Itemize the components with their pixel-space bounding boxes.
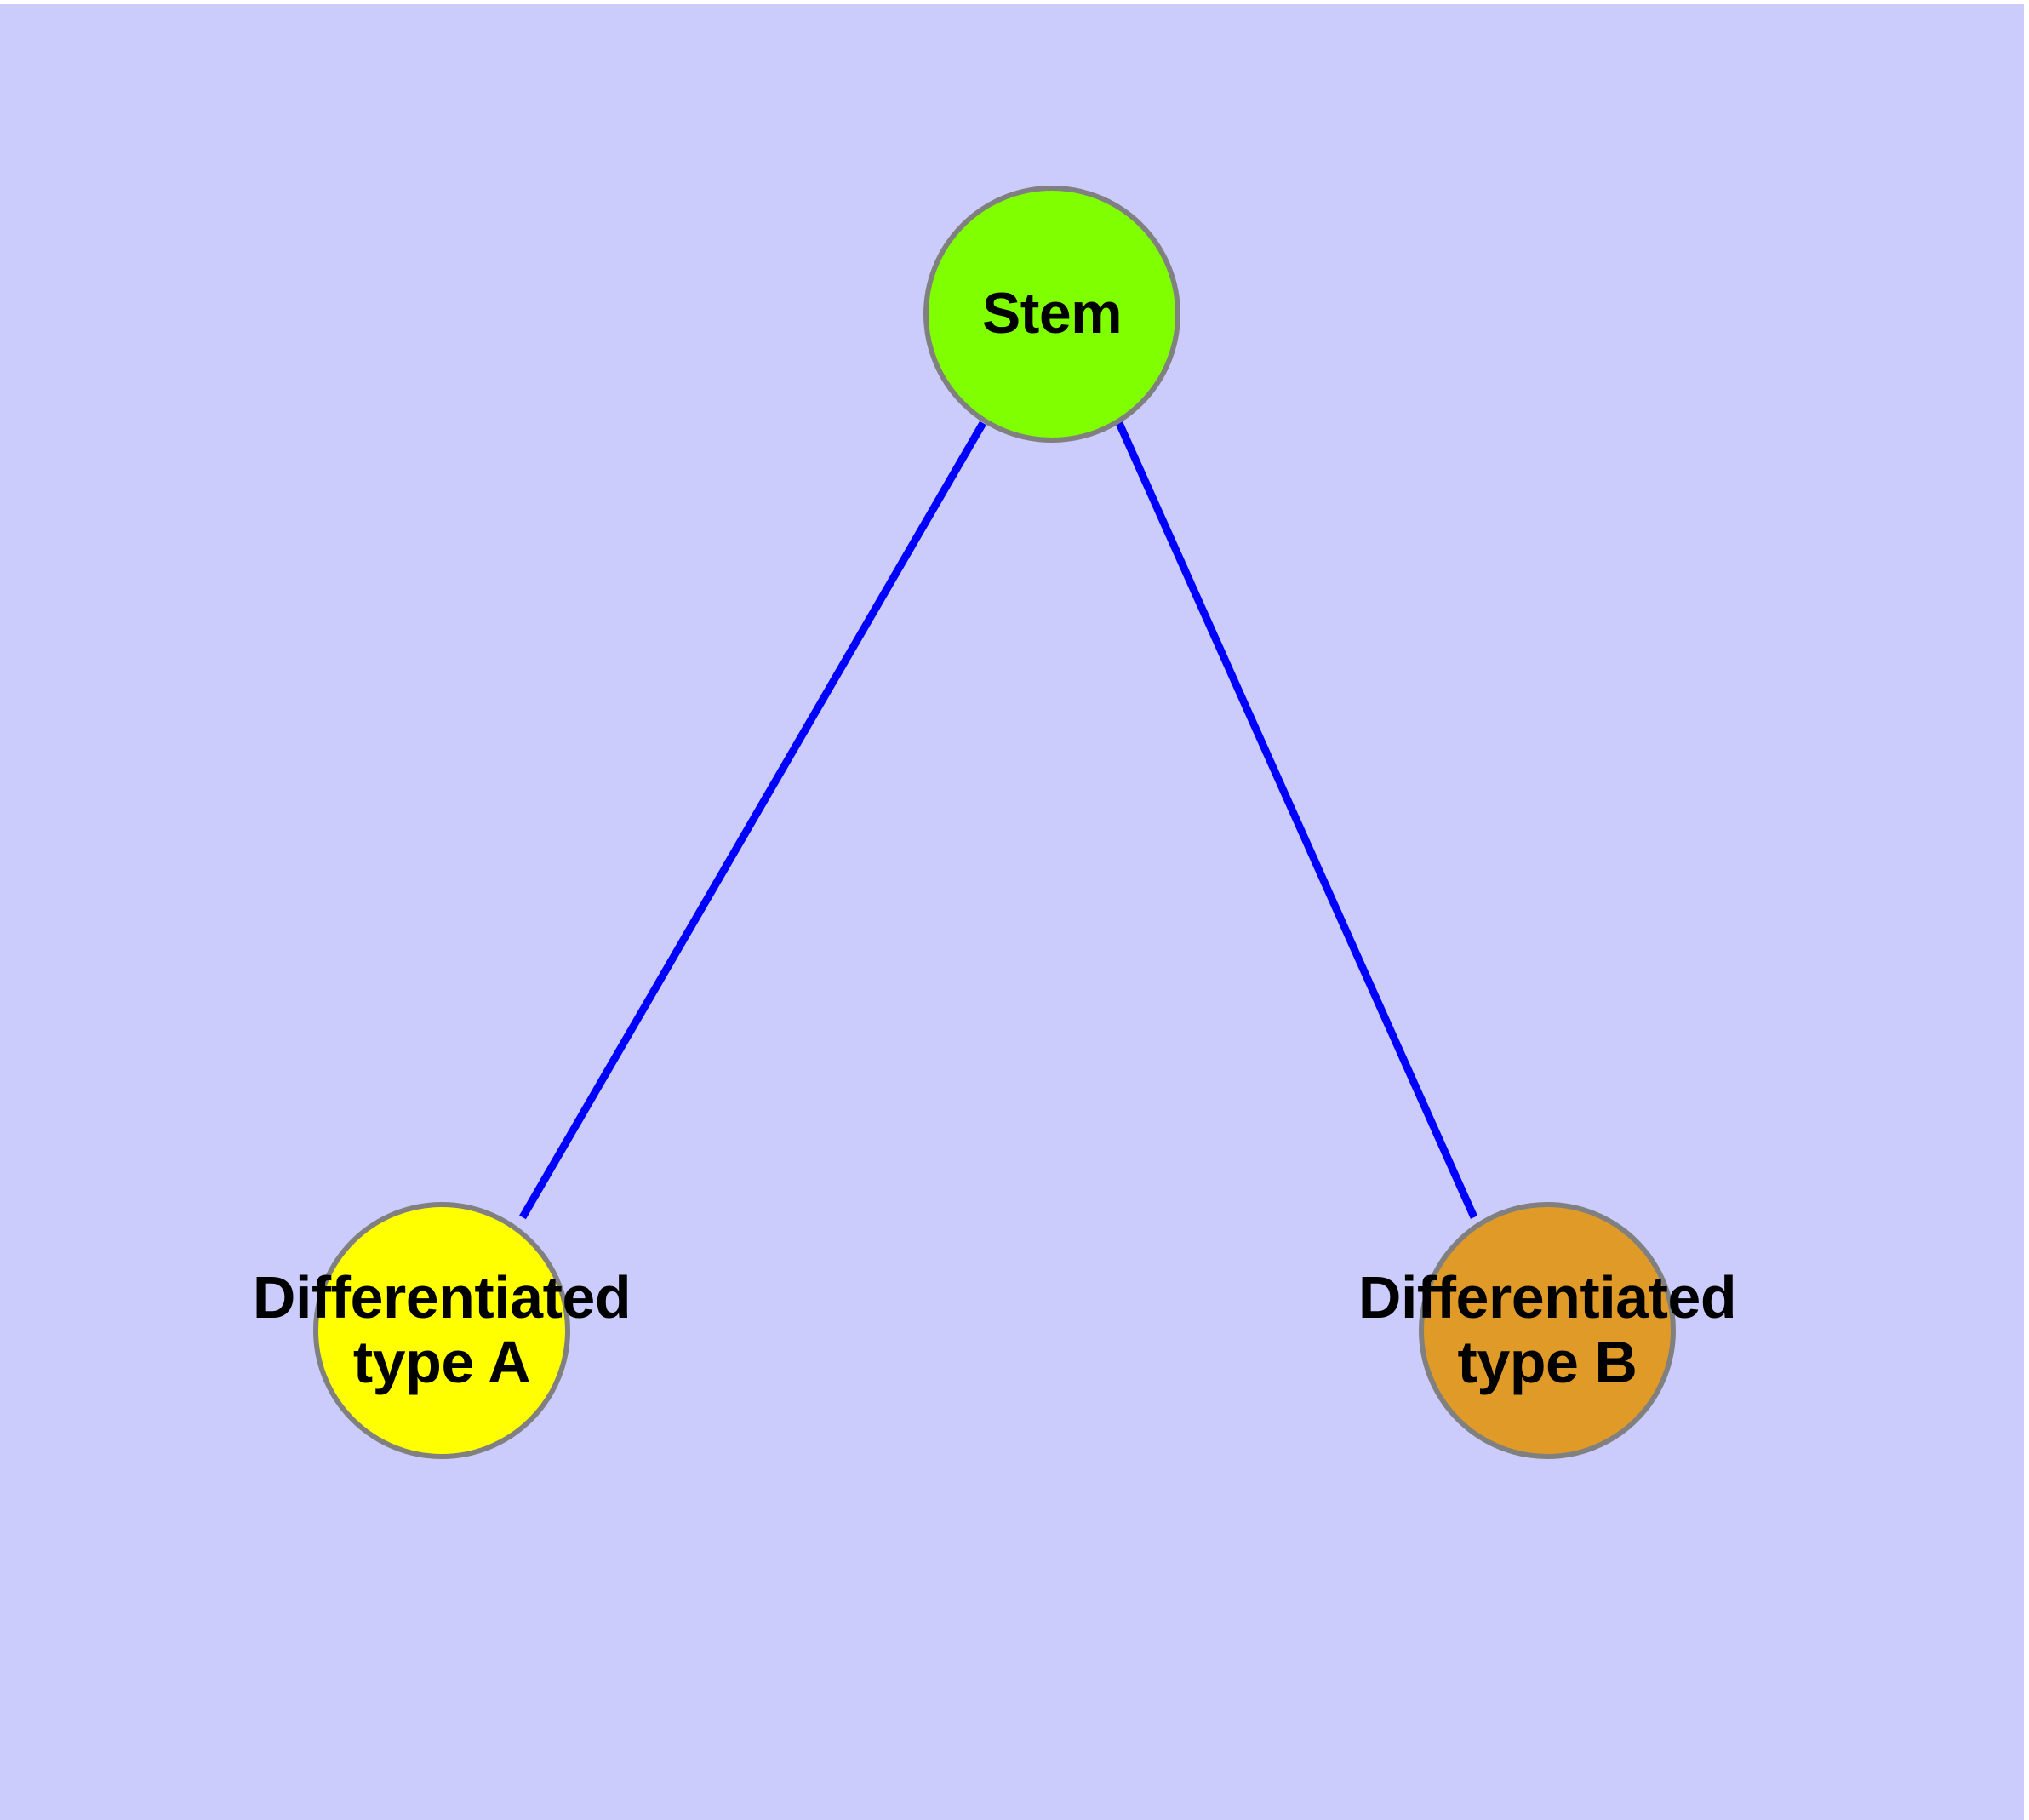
node-circle-diff_a[interactable] [313,1202,570,1459]
node-circle-diff_b[interactable] [1419,1202,1676,1459]
node-circle-stem[interactable] [923,186,1180,443]
graph-edge-stem-to-diff-a [519,421,986,1220]
graph-edge-stem-to-diff-b [1115,421,1478,1219]
